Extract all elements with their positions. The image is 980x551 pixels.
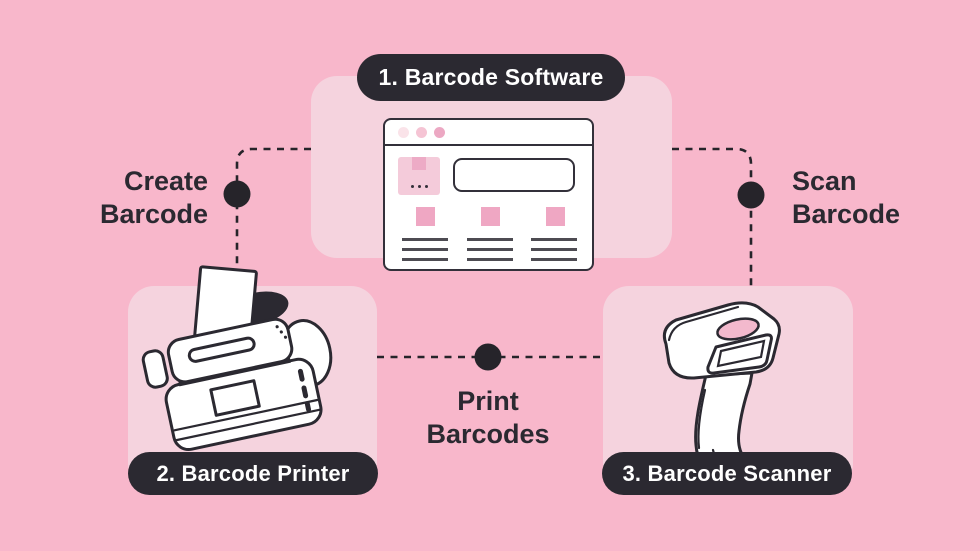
create-barcode-label-line1: Create (123, 166, 208, 196)
window-control-dot (416, 126, 427, 138)
browser-content (385, 146, 592, 269)
create-barcode-label-line2: Barcode (99, 199, 208, 229)
product-tile (481, 207, 500, 226)
print-barcodes-label-line1: Print (457, 386, 519, 416)
browser-window-illustration (383, 118, 594, 271)
window-control-dot (434, 126, 445, 138)
print-junction-dot (474, 343, 502, 371)
create-barcode-label: Create Barcode (55, 165, 208, 231)
product-tile (546, 207, 565, 226)
text-lines (402, 238, 448, 268)
printer-badge: 2. Barcode Printer (128, 452, 378, 495)
scan-barcode-label-line1: Scan (792, 166, 857, 196)
label-printer-illustration (141, 265, 333, 451)
print-barcodes-label: Print Barcodes (398, 385, 578, 451)
scanner-badge: 3. Barcode Scanner (602, 452, 852, 495)
scan-junction-dot (737, 181, 765, 209)
scan-barcode-label: Scan Barcode (792, 165, 952, 231)
browser-titlebar (385, 120, 592, 146)
window-control-dot (398, 126, 409, 138)
barcode-scanner-illustration (662, 301, 781, 476)
product-tile (416, 207, 435, 226)
text-lines (531, 238, 577, 268)
print-barcodes-label-line2: Barcodes (426, 419, 550, 449)
create-connector-line (235, 147, 311, 288)
text-lines (467, 238, 513, 268)
package-dots (398, 185, 440, 188)
package-flap (412, 157, 426, 170)
scan-barcode-label-line2: Barcode (792, 199, 901, 229)
create-junction-dot (223, 180, 251, 208)
search-bar-illustration (453, 158, 575, 192)
scan-connector-line (672, 147, 753, 288)
package-box-icon (398, 157, 440, 195)
software-badge: 1. Barcode Software (357, 54, 625, 101)
